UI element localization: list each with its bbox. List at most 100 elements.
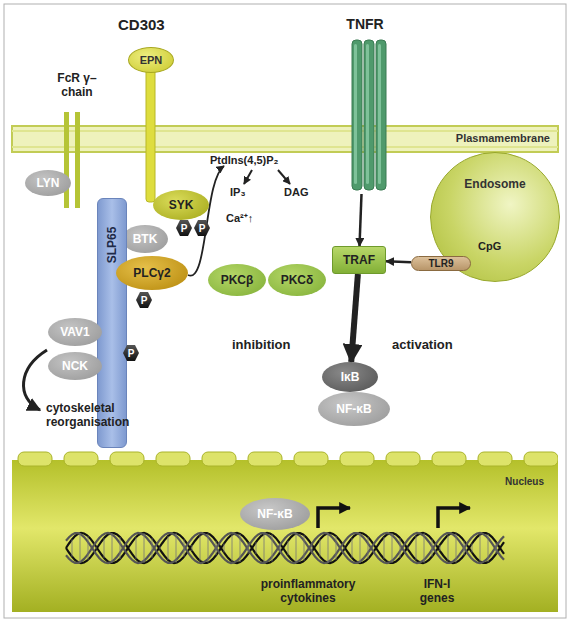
dna-rung bbox=[488, 534, 489, 562]
receptor-illustration bbox=[335, 14, 395, 194]
dna-rung bbox=[328, 533, 329, 563]
dna-rung bbox=[120, 537, 121, 559]
cd303-receptor bbox=[146, 62, 155, 202]
receptor-highlight bbox=[354, 44, 357, 184]
text-label: Ca²⁺↑ bbox=[226, 212, 253, 225]
connector-arrow bbox=[360, 194, 362, 246]
fcr-chain bbox=[64, 112, 69, 208]
membrane-line bbox=[12, 130, 558, 132]
dna-rung bbox=[136, 537, 137, 559]
dna-rung bbox=[360, 533, 361, 563]
text-label: proinflammatory cytokines bbox=[248, 578, 368, 606]
dna-rung bbox=[416, 536, 417, 560]
arrow bbox=[188, 166, 224, 276]
dna-rung bbox=[96, 547, 97, 550]
node-label: PKCβ bbox=[221, 273, 254, 287]
protein-oval: NCK bbox=[48, 352, 102, 380]
dna-strand bbox=[66, 533, 504, 563]
dna-rung bbox=[104, 538, 105, 558]
node-label: Nucleus bbox=[505, 476, 544, 487]
node-label: TRAF bbox=[343, 253, 375, 267]
dna-rung bbox=[336, 536, 337, 560]
dna-rung bbox=[176, 533, 177, 563]
dna-rung bbox=[184, 539, 185, 556]
dna-rung bbox=[432, 539, 433, 556]
text-label: cytoskeletal reorganisation bbox=[46, 402, 146, 430]
nuclear-pore bbox=[18, 452, 52, 466]
protein-oval: LYN bbox=[25, 170, 71, 196]
protein-oval: PKCβ bbox=[208, 264, 266, 296]
nucleus-body bbox=[12, 460, 558, 612]
membrane-band bbox=[12, 126, 558, 152]
text-label: PtdIns(4,5)P₂ bbox=[210, 154, 278, 167]
fcr-chain bbox=[75, 112, 80, 208]
dna-rung bbox=[80, 533, 81, 563]
protein-oval: NF-κB bbox=[240, 498, 310, 530]
dna-rung bbox=[496, 542, 497, 554]
protein-oval: NF-κB bbox=[318, 392, 390, 426]
receptor-chain bbox=[364, 40, 374, 190]
node-label: EPN bbox=[140, 54, 163, 66]
node-label: P bbox=[181, 223, 188, 234]
text-label: CpG bbox=[478, 240, 501, 253]
dna-rung bbox=[152, 538, 153, 558]
nuclear-pore bbox=[110, 452, 144, 466]
dna-rung bbox=[216, 541, 217, 556]
text-label: IP₃ bbox=[230, 186, 245, 199]
dna-rung bbox=[344, 547, 345, 550]
transcription-arrow bbox=[318, 508, 350, 528]
protein-oval: SYK bbox=[153, 190, 209, 220]
text-label: DAG bbox=[284, 186, 308, 199]
node-label: NCK bbox=[62, 359, 88, 373]
node-label: NF-κB bbox=[336, 402, 371, 416]
receptor-highlight bbox=[366, 44, 369, 184]
text-label: activation bbox=[392, 338, 453, 353]
transcription-arrow bbox=[438, 508, 470, 528]
connector-arrow bbox=[386, 261, 411, 262]
dna-rung bbox=[312, 545, 313, 551]
dna-rung bbox=[408, 547, 409, 550]
nuclear-pore bbox=[202, 452, 236, 466]
dna-rung bbox=[352, 538, 353, 558]
node-label: TNFR bbox=[335, 16, 395, 32]
process-box: TRAF bbox=[332, 246, 386, 274]
protein-oval: VAV1 bbox=[48, 318, 102, 346]
dna-rung bbox=[272, 535, 273, 562]
nuclear-pore bbox=[248, 452, 282, 466]
dna-strand bbox=[66, 533, 504, 563]
node-label: Endosome bbox=[431, 177, 559, 191]
text-label: CD303 bbox=[118, 16, 198, 33]
nuclear-pore bbox=[64, 452, 98, 466]
arrow bbox=[244, 170, 252, 184]
nuclear-pore bbox=[478, 452, 512, 466]
tnf-receptor: TNFR bbox=[335, 14, 395, 194]
dna-rung bbox=[224, 544, 225, 553]
node-label: TLR9 bbox=[429, 258, 454, 269]
plasma-membrane: Plasmamembrane bbox=[12, 126, 558, 152]
dna-strand bbox=[66, 533, 504, 563]
text-label: FcR γ–chain bbox=[52, 72, 102, 100]
node-label: IκB bbox=[341, 370, 360, 384]
dna-rung bbox=[368, 537, 369, 559]
dna-rung bbox=[400, 538, 401, 558]
protein-oval: BTK bbox=[122, 225, 168, 253]
dna-strand bbox=[66, 533, 504, 563]
dna-rung bbox=[464, 541, 465, 556]
receptor-pill: TLR9 bbox=[411, 256, 471, 271]
protein-oval: PKCδ bbox=[268, 264, 326, 296]
dna-rung bbox=[72, 539, 73, 556]
connector-arrow bbox=[351, 274, 358, 362]
receptor-head: EPN bbox=[128, 47, 174, 73]
dna-rung bbox=[208, 534, 209, 563]
node-label: NF-κB bbox=[257, 507, 292, 521]
endosome-circle: EndosomeTLR9 bbox=[430, 152, 560, 282]
phospho-mark: P bbox=[136, 292, 152, 308]
nuclear-pore bbox=[340, 452, 374, 466]
node-label: LYN bbox=[37, 176, 60, 190]
nuclear-pore bbox=[294, 452, 328, 466]
frame bbox=[4, 4, 566, 618]
dna-rung bbox=[248, 542, 249, 554]
dna-rung bbox=[384, 537, 385, 559]
dna-rung bbox=[320, 539, 321, 556]
dna-rung bbox=[112, 533, 113, 563]
